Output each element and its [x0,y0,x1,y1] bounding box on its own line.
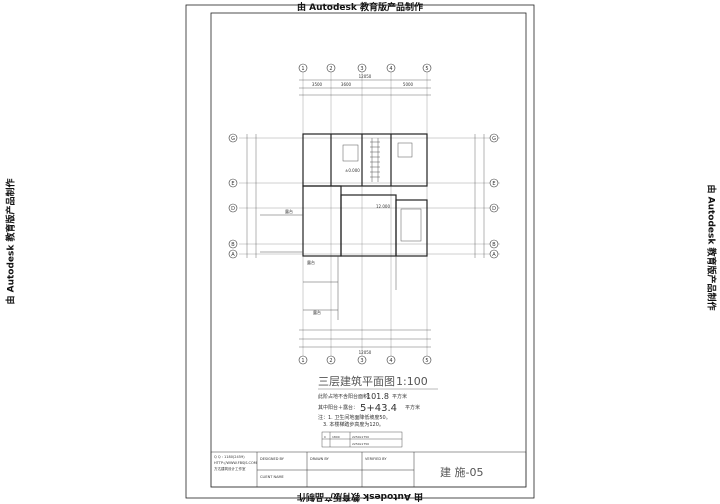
axis-row-a-right: A [492,252,496,258]
plan-scale: 1:100 [396,375,428,388]
axis-col-3-bottom: 3 [360,358,363,364]
area-line1-unit: 平方米 [392,393,407,400]
axis-col-3: 3 [360,66,363,72]
dim-total-top: 12050 [359,74,372,79]
window-code: C [324,435,326,439]
label-level: 12.000 [376,204,390,209]
axis-bubbles-rows [228,133,499,259]
sheet-outer-border [185,4,535,499]
tb-drawn-by: DRAWN BY [310,457,330,461]
axis-col-1: 1 [301,66,304,72]
window-size-1: 2250x1750 [352,435,369,439]
tb-client-name: CLIENT NAME [260,475,284,479]
tb-http: HTTP://WWW.FBSJS.COM [214,461,257,465]
axis-row-g-right: G [492,136,496,142]
tb-qq: Q Q : 1180(2459) [214,455,245,459]
label-terrace-3: 露台 [313,309,321,315]
window-count: 1800 [332,435,340,439]
axis-labels: 1 2 3 4 5 1 2 3 4 5 G E D B A G E D B A [231,66,496,364]
axis-row-d-right: D [492,206,496,212]
dim-total-bottom: 12050 [359,350,372,355]
area-line2-value: 5+43.4 [360,403,397,414]
axis-col-4-bottom: 4 [389,358,392,364]
axis-col-4: 4 [389,66,392,72]
tb-designed-by: DESIGNED BY [260,457,285,461]
area-line1-prefix: 此阶占地不含阳台面积： [318,393,373,400]
area-line1-value: 101.8 [366,392,389,401]
axis-row-e: E [231,181,234,187]
dim-top-3: 5000 [403,82,414,87]
dimension-texts: 12050 3500 3600 5000 12050 [312,74,414,355]
label-terrace-2: 露台 [307,259,315,265]
floor-plan [302,133,428,257]
plan-labels: 露台 露台 露台 ±0.000 12.000 [285,168,390,315]
label-elev: ±0.000 [345,168,360,173]
dim-top-1: 3500 [312,82,323,87]
axis-col-2: 2 [329,66,332,72]
axis-col-2-bottom: 2 [329,358,332,364]
drawing-number: 建 施-05 [440,465,483,479]
axis-row-b: B [231,242,235,248]
watermark-top: 由 Autodesk 教育版产品制作 [296,3,423,13]
floor-plan-details [260,138,422,320]
dim-top-2: 3600 [341,82,352,87]
tb-company: 方达建筑设计工作室 [214,466,246,471]
axis-bubbles-cols [298,63,432,365]
area-line2-unit: 平方米 [405,404,420,411]
window-size-2: 2250x1750 [352,442,369,446]
axis-col-5-bottom: 5 [425,358,428,364]
axis-row-g: G [231,136,235,142]
note-1: 注：1. 卫生间地面降低坡度50。 [318,414,391,421]
grid-axes [239,72,500,356]
dimension-lines [246,79,485,348]
axis-col-1-bottom: 1 [301,358,304,364]
axis-row-a: A [231,252,235,258]
axis-col-5: 5 [425,66,428,72]
title-block [210,451,527,488]
label-terrace-1: 露台 [285,208,293,214]
window-table [321,431,403,448]
note-2: 3. 本楼梯踏步高度为120。 [323,421,384,428]
axis-row-b-right: B [492,242,496,248]
axis-row-e-right: E [492,181,495,187]
tb-verified-by: VERIFIED BY [365,457,387,461]
axis-row-d: D [231,206,235,212]
area-line2-prefix: 其中阳台＋露台： [318,404,358,411]
plan-title: 三层建筑平面图 [318,374,395,388]
